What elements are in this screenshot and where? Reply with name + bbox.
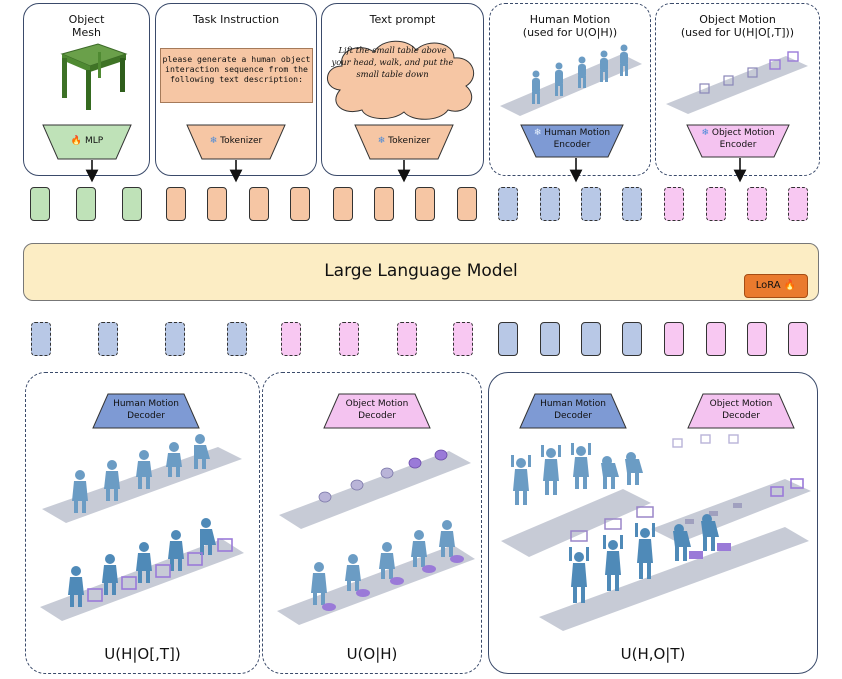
token-bottom-13	[664, 322, 684, 356]
object-mesh-panel: Object Mesh 🔥 MLP	[23, 3, 150, 176]
object-encoder-label-2: Encoder	[719, 140, 757, 150]
token-top-9	[374, 187, 394, 221]
tokenizer-1: ❄ Tokenizer	[186, 124, 286, 160]
token-top-4	[166, 187, 186, 221]
human-motion-title-2: (used for U(O|H))	[522, 26, 618, 39]
object-motion-title-1: Object Motion	[699, 13, 776, 26]
token-top-18	[747, 187, 767, 221]
object-motion-decoder-2: Object Motion Decoder	[687, 393, 795, 429]
token-bottom-2	[98, 322, 118, 356]
tokenizer-1-label: Tokenizer	[220, 136, 263, 146]
caption-u-h-o-given-t: U(H,O|T)	[620, 645, 686, 663]
joint-generation-render	[501, 434, 811, 631]
human-generation-panel: Human Motion Decoder U(H|O[,T])	[25, 372, 260, 674]
text-prompt-cloud	[327, 40, 475, 120]
human-encoder-label-1: Human Motion	[544, 128, 611, 138]
token-top-13	[540, 187, 560, 221]
lora-label: LoRA	[755, 280, 781, 291]
flame-icon: 🔥	[783, 280, 797, 291]
human-encoder-label-2: Encoder	[553, 140, 591, 150]
token-bottom-3	[165, 322, 185, 356]
human-motion-title-1: Human Motion	[529, 13, 611, 26]
object-motion-decoder-1: Object Motion Decoder	[323, 393, 431, 429]
text-prompt-text: Lift the small table above your head, wa…	[331, 45, 454, 79]
human-motion-decoder-2: Human Motion Decoder	[519, 393, 627, 429]
llm-title: Large Language Model	[324, 261, 518, 281]
tokenizer-2: ❄ Tokenizer	[354, 124, 454, 160]
snowflake-icon: ❄	[377, 136, 386, 146]
caption-u-o-h: U(O|H)	[346, 645, 398, 663]
snowflake-icon: ❄	[533, 128, 542, 138]
object-motion-panel: Object Motion (used for U(H|O[,T])) ❄ Ob…	[655, 3, 820, 176]
human-motion-panel: Human Motion (used for U(O|H)) ❄ Human M…	[489, 3, 651, 176]
token-top-14	[581, 187, 601, 221]
object-mesh-title-1: Object	[68, 13, 105, 26]
token-top-16	[664, 187, 684, 221]
task-instruction-title: Task Instruction	[192, 13, 280, 26]
token-top-1	[30, 187, 50, 221]
human-motion-render	[500, 44, 642, 116]
token-top-15	[622, 187, 642, 221]
token-top-11	[457, 187, 477, 221]
token-bottom-12	[622, 322, 642, 356]
joint-generation-panel: Human Motion Decoder Object Motion Decod…	[488, 372, 818, 674]
flame-icon: 🔥	[70, 136, 83, 146]
token-bottom-1	[31, 322, 51, 356]
token-bottom-10	[540, 322, 560, 356]
decoder-1-label-1: Human Motion	[113, 399, 179, 409]
object-encoder-label-1: Object Motion	[711, 128, 775, 138]
text-prompt-title: Text prompt	[369, 13, 436, 26]
mlp-encoder: 🔥 MLP	[42, 124, 132, 160]
token-top-8	[333, 187, 353, 221]
object-motion-encoder: ❄ Object Motion Encoder	[686, 124, 790, 158]
object-mesh-title-2: Mesh	[72, 26, 101, 39]
token-bottom-6	[339, 322, 359, 356]
token-top-5	[207, 187, 227, 221]
decoder-3b-label-2: Decoder	[722, 411, 760, 421]
token-top-6	[249, 187, 269, 221]
decoder-3a-label-1: Human Motion	[540, 399, 606, 409]
human-motion-encoder: ❄ Human Motion Encoder	[520, 124, 624, 158]
token-bottom-9	[498, 322, 518, 356]
text-prompt-panel: Text prompt ❄ Tokenizer	[321, 3, 484, 176]
decoder-3a-label-2: Decoder	[554, 411, 592, 421]
token-top-7	[290, 187, 310, 221]
decoder-2-label-1: Object Motion	[345, 399, 409, 409]
token-top-2	[76, 187, 96, 221]
token-top-17	[706, 187, 726, 221]
token-bottom-14	[706, 322, 726, 356]
decoder-1-label-2: Decoder	[127, 411, 165, 421]
token-bottom-4	[227, 322, 247, 356]
token-bottom-5	[281, 322, 301, 356]
mlp-label: MLP	[84, 136, 104, 146]
table-mesh-image	[60, 43, 128, 110]
task-instruction-text: please generate a human object interacti…	[160, 48, 313, 103]
decoder-2-label-2: Decoder	[358, 411, 396, 421]
human-interaction-render	[40, 434, 244, 621]
human-motion-decoder-1: Human Motion Decoder	[92, 393, 200, 429]
object-motion-title-2: (used for U(H|O[,T]))	[680, 26, 795, 39]
token-bottom-11	[581, 322, 601, 356]
decoder-3b-label-1: Object Motion	[709, 399, 773, 409]
snowflake-icon: ❄	[209, 136, 218, 146]
token-bottom-16	[788, 322, 808, 356]
token-top-10	[415, 187, 435, 221]
token-top-3	[122, 187, 142, 221]
snowflake-icon: ❄	[701, 128, 709, 138]
tokenizer-2-label: Tokenizer	[388, 136, 431, 146]
caption-u-h-o-t: U(H|O[,T])	[104, 645, 181, 663]
token-top-19	[788, 187, 808, 221]
token-bottom-8	[453, 322, 473, 356]
token-top-12	[498, 187, 518, 221]
object-generation-panel: Object Motion Decoder U(O|H)	[262, 372, 482, 674]
token-bottom-7	[397, 322, 417, 356]
large-language-model: Large Language Model LoRA 🔥	[23, 243, 819, 301]
object-generation-render	[277, 449, 475, 625]
object-motion-render	[666, 51, 808, 114]
token-bottom-15	[747, 322, 767, 356]
lora-badge: LoRA 🔥	[744, 274, 808, 298]
